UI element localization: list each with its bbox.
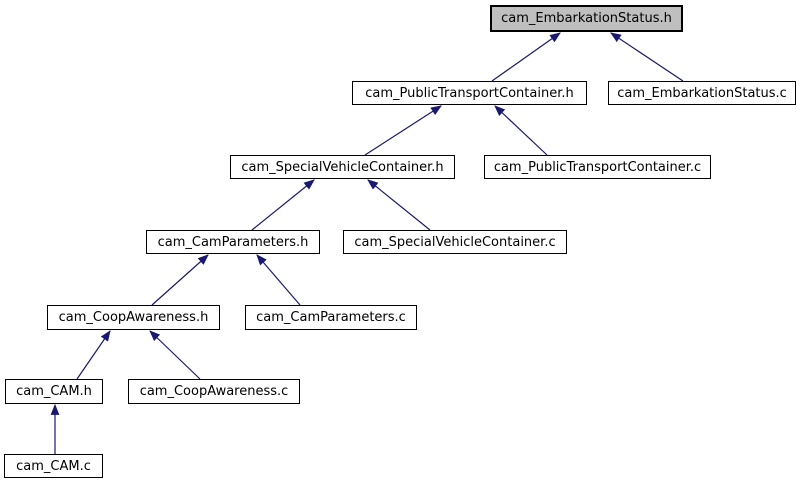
- node-cam-camparameters-h[interactable]: cam_CamParameters.h: [146, 230, 320, 254]
- edge-from-cam-publictransportcontainer-h: [491, 32, 561, 82]
- node-cam-camparameters-c[interactable]: cam_CamParameters.c: [245, 305, 417, 330]
- node-cam-specialvehiclecontainer-h[interactable]: cam_SpecialVehicleContainer.h: [230, 155, 455, 179]
- node-cam-publictransportcontainer-h[interactable]: cam_PublicTransportContainer.h: [352, 81, 587, 105]
- node-cam-cam-h[interactable]: cam_CAM.h: [5, 379, 103, 404]
- node-cam-embarkationstatus-c[interactable]: cam_EmbarkationStatus.c: [608, 81, 796, 105]
- edge-from-cam-specialvehiclecontainer-c: [367, 179, 431, 231]
- edge-from-cam-camparameters-c: [256, 254, 301, 306]
- edge-from-cam-coopawareness-h: [151, 254, 209, 306]
- edge-from-cam-camparameters-h: [251, 179, 315, 231]
- node-cam-coopawareness-c[interactable]: cam_CoopAwareness.c: [128, 379, 300, 404]
- edge-from-cam-publictransportcontainer-c: [494, 105, 548, 156]
- node-cam-cam-c[interactable]: cam_CAM.c: [4, 454, 103, 478]
- edge-from-cam-cam-h: [76, 330, 111, 380]
- edge-from-cam-specialvehiclecontainer-h: [364, 105, 442, 156]
- edge-from-cam-coopawareness-c: [149, 330, 201, 380]
- edge-from-cam-embarkationstatus-c: [610, 32, 684, 82]
- node-cam-specialvehiclecontainer-c[interactable]: cam_SpecialVehicleContainer.c: [343, 230, 567, 254]
- node-cam-publictransportcontainer-c[interactable]: cam_PublicTransportContainer.c: [484, 155, 711, 179]
- node-cam-coopawareness-h[interactable]: cam_CoopAwareness.h: [47, 305, 220, 330]
- node-cam-embarkationstatus-h: cam_EmbarkationStatus.h: [490, 5, 683, 32]
